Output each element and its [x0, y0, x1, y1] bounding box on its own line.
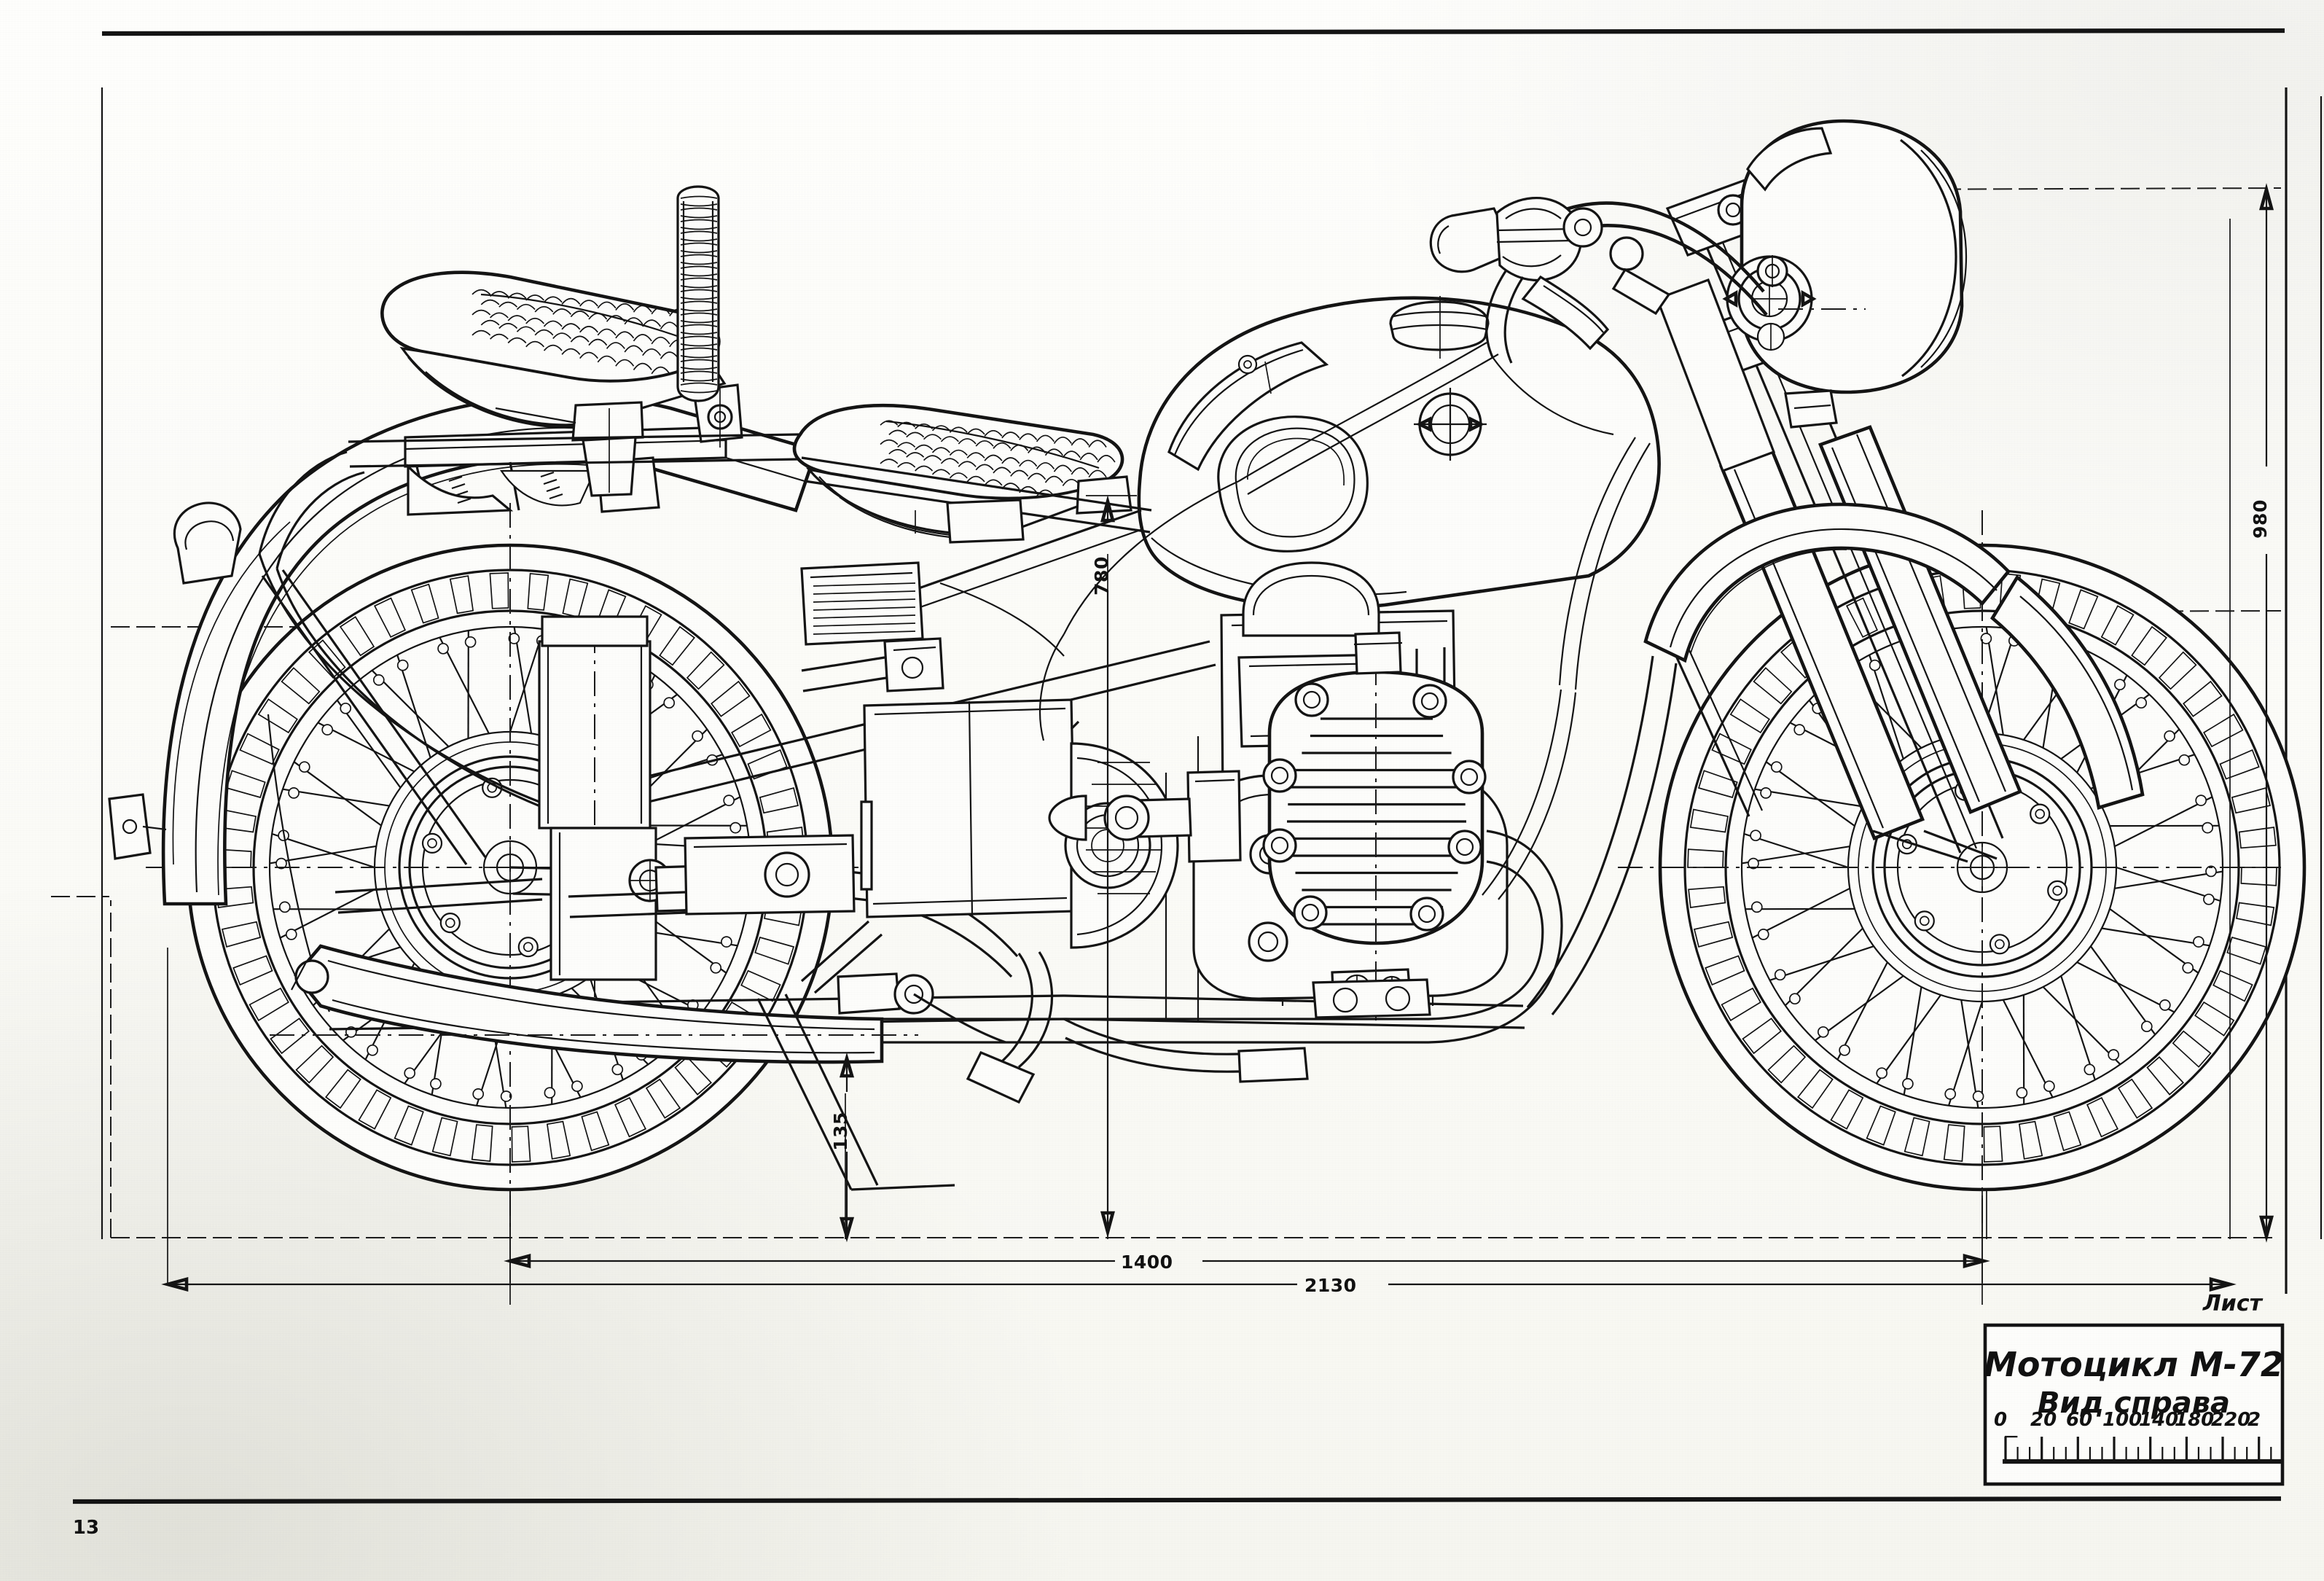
dim-wheelbase-value: 1400: [1121, 1252, 1173, 1273]
misc-brackets: [800, 499, 1080, 730]
footrest-and-controls: [756, 972, 1431, 1191]
rear-suspension-strut: [676, 185, 720, 402]
scale-bar: [2003, 1435, 2282, 1464]
dim-wheelbase: 1400: [504, 1252, 1990, 1273]
dim-overall-height-value: 980: [2250, 499, 2271, 539]
control-cables: [939, 342, 1651, 900]
title-line-1: Мотоцикл М-72: [1984, 1345, 2284, 1384]
dim-overall-height: 980: [2250, 183, 2274, 1243]
dim-overall-length: 2130: [161, 1275, 2237, 1296]
head-bolts: [1262, 682, 1487, 932]
rack-spring: [448, 471, 563, 504]
rear-plunger-suspension: [334, 615, 759, 1020]
toolbox-fins: [813, 582, 916, 635]
title-line-2: Вид справа: [2038, 1386, 2230, 1420]
title-block[interactable]: Мотоцикл М-72 Вид справа: [1983, 1323, 2285, 1486]
rear-tire-tread: [215, 572, 805, 1163]
sheet-label: Лист: [2202, 1291, 2264, 1316]
sheet-border: [72, 28, 2323, 1504]
strut-texture: [680, 195, 718, 394]
handlebar: [1429, 196, 1768, 436]
front-fender: [1643, 502, 2145, 817]
dim-ground-clearance: 135: [830, 1052, 855, 1243]
front-spokes: [1741, 626, 2223, 1109]
dim-overall-length-value: 2130: [1304, 1275, 1357, 1296]
fuel-tank: [1137, 296, 1661, 610]
extension-lines: [167, 219, 2231, 1305]
headlight: [1722, 119, 1968, 429]
final-drive: [568, 834, 856, 918]
dim-seat-height-value: 780: [1091, 556, 1112, 596]
dim-ground-clearance-value: 135: [830, 1112, 851, 1151]
page-number: 13: [73, 1517, 99, 1539]
dim-seat-height: 780: [1086, 495, 1137, 1238]
cylinder-head: [1048, 631, 1487, 1020]
rear-fender: [108, 394, 818, 906]
rider-saddle: [380, 270, 743, 497]
